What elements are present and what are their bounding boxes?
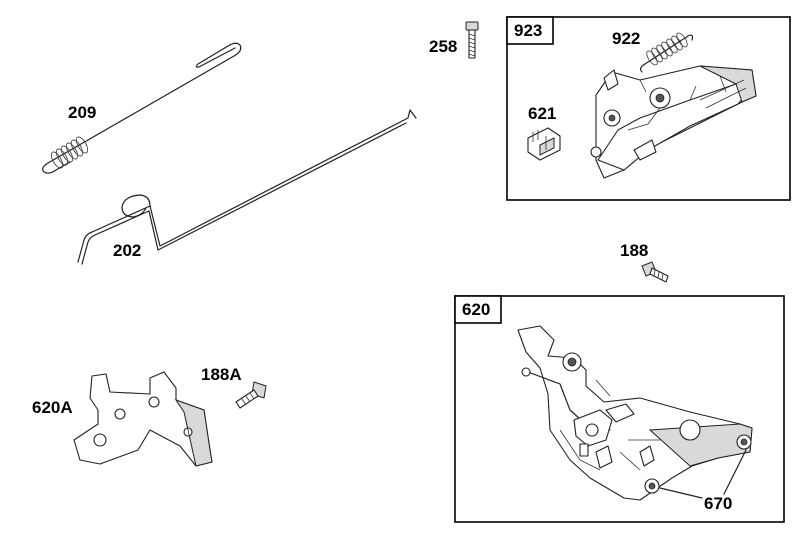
box-label-923: 923 <box>514 21 543 40</box>
label-922: 922 <box>612 29 641 48</box>
box-923-frame <box>506 16 791 201</box>
box-923-tag <box>506 16 554 45</box>
part-209-spring-link <box>42 42 242 174</box>
box-620-frame <box>454 295 785 523</box>
part-621-clip <box>527 127 561 161</box>
part-202-governor-link <box>77 109 417 265</box>
label-620a: 620A <box>32 398 73 417</box>
leader-670 <box>659 449 747 499</box>
spring-coil-209 <box>50 136 89 169</box>
label-188a: 188A <box>201 365 242 384</box>
label-621: 621 <box>528 104 557 123</box>
box-620-tag <box>454 295 502 324</box>
part-188-screw <box>641 261 669 283</box>
box-label-620: 620 <box>462 300 491 319</box>
label-258: 258 <box>429 37 458 56</box>
label-209: 209 <box>68 103 97 122</box>
label-670: 670 <box>704 494 733 513</box>
part-258-screw <box>465 21 479 59</box>
part-923-control-bracket <box>590 65 757 179</box>
part-620-control-bracket <box>517 325 753 501</box>
part-188a-screw <box>235 381 267 409</box>
part-922-spring <box>639 32 694 73</box>
part-620a-bracket-plate <box>73 371 213 467</box>
label-188: 188 <box>620 241 649 260</box>
label-202: 202 <box>113 241 142 260</box>
